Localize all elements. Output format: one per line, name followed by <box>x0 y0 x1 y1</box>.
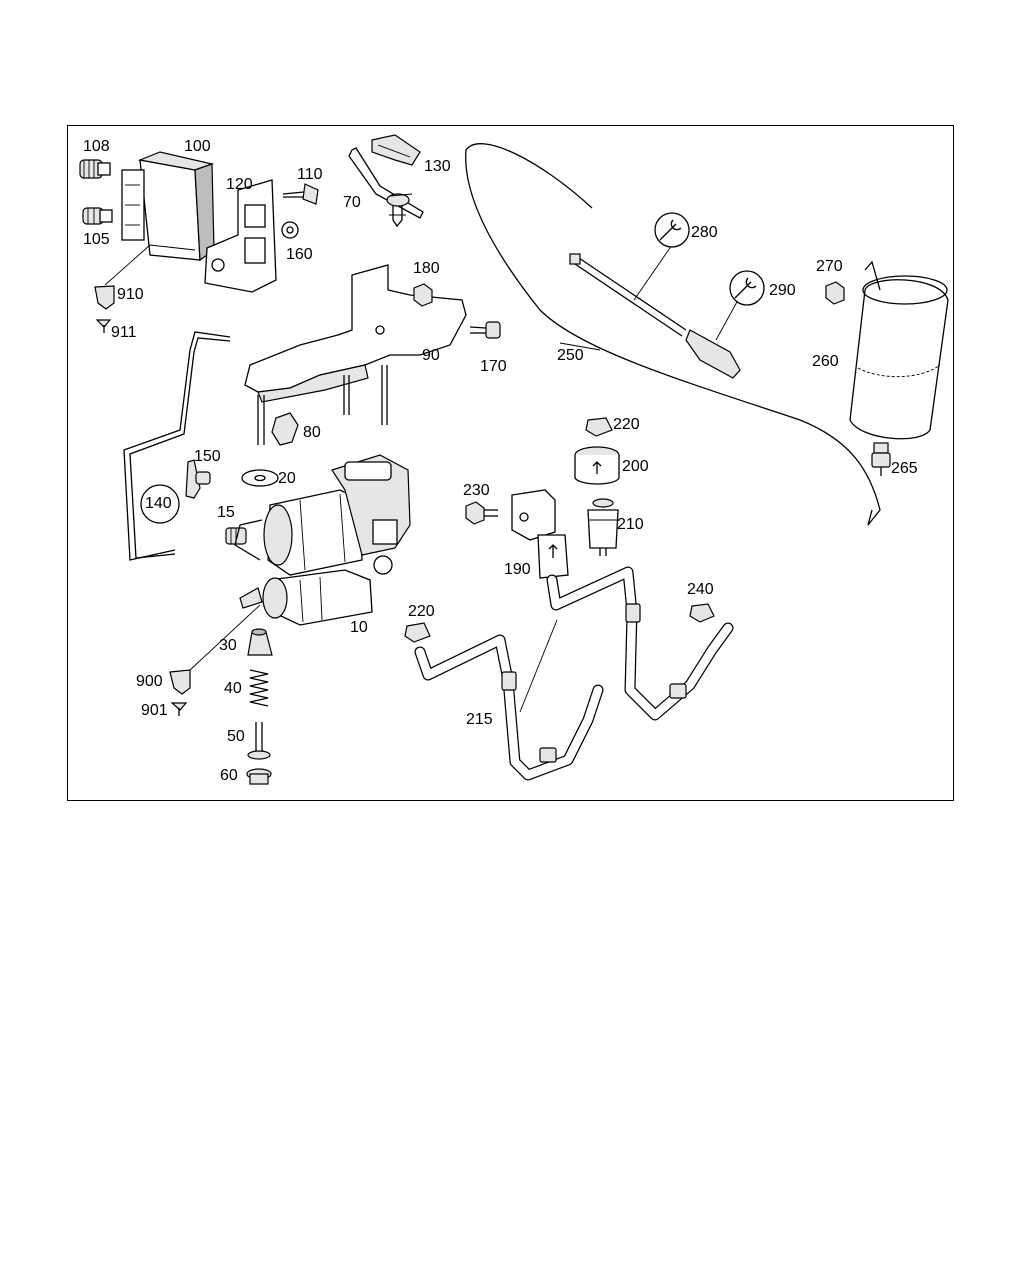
leader-215 <box>519 619 558 713</box>
hose-clip-150[interactable] <box>185 459 211 499</box>
part-label-160: 160 <box>286 246 313 263</box>
part-label-15: 15 <box>217 504 235 521</box>
seal-60[interactable] <box>246 768 272 785</box>
part-label-140: 140 <box>145 495 172 512</box>
hose-240[interactable] <box>546 566 734 721</box>
part-label-240: 240 <box>687 581 714 598</box>
washer-20[interactable] <box>241 469 279 487</box>
part-label-230: 230 <box>463 482 490 499</box>
washer-160[interactable] <box>281 221 299 239</box>
bolt-230[interactable] <box>465 501 498 525</box>
clip-240[interactable] <box>689 603 715 623</box>
fitting-108[interactable] <box>79 159 111 179</box>
leader-290 <box>715 299 739 341</box>
compressor-10[interactable] <box>234 454 411 626</box>
part-label-10: 10 <box>350 619 368 636</box>
tube-280[interactable] <box>569 253 687 337</box>
control-unit-100[interactable] <box>121 151 215 262</box>
part-label-60: 60 <box>220 767 238 784</box>
line-250[interactable] <box>465 143 881 526</box>
bracket-90[interactable] <box>244 264 467 445</box>
part-label-190: 190 <box>504 561 531 578</box>
fitting-15[interactable] <box>225 527 247 545</box>
bracket-70[interactable] <box>348 147 424 228</box>
part-label-150: 150 <box>194 448 221 465</box>
hose-215[interactable] <box>414 634 604 781</box>
bracket-120[interactable] <box>204 179 277 293</box>
part-label-50: 50 <box>227 728 245 745</box>
part-label-265: 265 <box>891 460 918 477</box>
clip-910[interactable] <box>94 285 115 310</box>
line-140[interactable] <box>123 331 231 561</box>
clip-130[interactable] <box>371 134 421 166</box>
part-label-270: 270 <box>816 258 843 275</box>
clip-901[interactable] <box>170 702 188 716</box>
part-label-30: 30 <box>219 637 237 654</box>
bolt-110[interactable] <box>282 183 319 205</box>
valve-190[interactable] <box>511 489 569 579</box>
pin-50[interactable] <box>247 722 271 760</box>
clip-911[interactable] <box>95 319 112 333</box>
part-label-210: 210 <box>617 516 644 533</box>
wrench-icon <box>654 212 690 248</box>
spring-40[interactable] <box>249 669 269 707</box>
part-label-901: 901 <box>141 702 168 719</box>
part-label-40: 40 <box>224 680 242 697</box>
leader-910 <box>104 244 151 286</box>
clip-220-lower[interactable] <box>404 622 431 643</box>
part-label-170: 170 <box>480 358 507 375</box>
bolt-170[interactable] <box>469 321 501 339</box>
part-label-180: 180 <box>413 260 440 277</box>
part-label-120: 120 <box>226 176 253 193</box>
callout-140[interactable] <box>140 484 180 524</box>
part-label-220-upper: 220 <box>613 416 640 433</box>
part-label-215: 215 <box>466 711 493 728</box>
nut-180[interactable] <box>413 283 433 307</box>
part-label-80: 80 <box>303 424 321 441</box>
part-label-110: 110 <box>297 166 323 183</box>
clip-220-upper[interactable] <box>585 417 613 437</box>
nut-270[interactable] <box>825 281 845 305</box>
part-label-290: 290 <box>769 282 796 299</box>
clip-80[interactable] <box>271 412 299 446</box>
leader-280 <box>633 244 673 301</box>
filter-210[interactable] <box>587 498 619 556</box>
part-label-130: 130 <box>424 158 451 175</box>
part-label-108: 108 <box>83 138 110 155</box>
fitting-105[interactable] <box>82 207 113 225</box>
part-label-220-lower: 220 <box>408 603 435 620</box>
valve-30[interactable] <box>247 628 273 656</box>
wrench-icon <box>729 270 765 306</box>
valve-265[interactable] <box>871 442 891 476</box>
clip-900[interactable] <box>169 669 191 695</box>
part-label-105: 105 <box>83 231 110 248</box>
part-label-200: 200 <box>622 458 649 475</box>
part-label-250: 250 <box>557 347 584 364</box>
air-reservoir-260[interactable] <box>849 260 949 440</box>
leader-900 <box>189 604 261 671</box>
fitting-290[interactable] <box>685 329 741 379</box>
part-label-20: 20 <box>278 470 296 487</box>
part-label-100: 100 <box>184 138 211 155</box>
part-label-260: 260 <box>812 353 839 370</box>
part-label-280: 280 <box>691 224 718 241</box>
leader-250 <box>559 342 601 351</box>
part-label-70: 70 <box>343 194 361 211</box>
part-label-911: 911 <box>111 324 137 341</box>
part-label-90: 90 <box>422 347 440 364</box>
valve-200[interactable] <box>574 446 620 485</box>
part-label-910: 910 <box>117 286 144 303</box>
part-label-900: 900 <box>136 673 163 690</box>
